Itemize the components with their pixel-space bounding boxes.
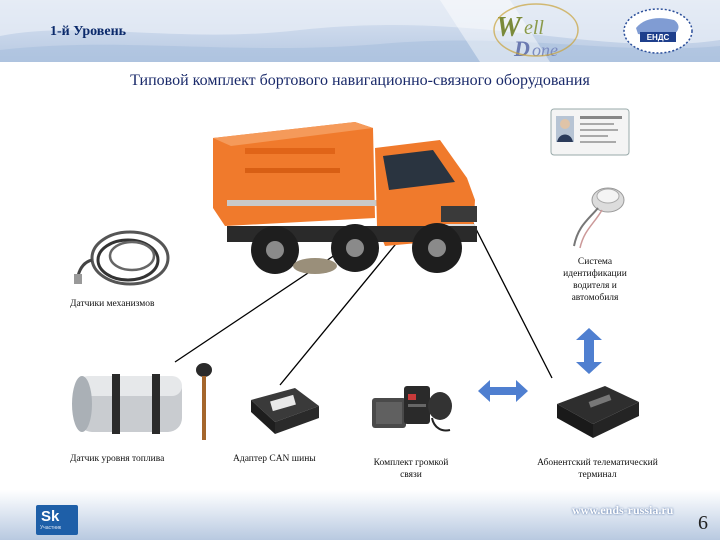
caption-driver-id-line: автомобиля — [540, 292, 650, 304]
skolkovo-logo-subtitle: Участник — [40, 525, 61, 531]
caption-can-adapter: Адаптер CAN шины — [233, 453, 316, 465]
caption-driver-id-line: Система — [540, 256, 650, 268]
caption-terminal-line: Абонентский телематический — [510, 457, 685, 469]
caption-loud-comm-line: Комплект громкой — [356, 457, 466, 469]
caption-driver-id-line: водителя и — [540, 280, 650, 292]
loud-comm-kit-image — [370, 380, 460, 440]
can-adapter-image — [245, 382, 323, 438]
caption-terminal-line: терминал — [510, 469, 685, 481]
telematic-terminal-image — [553, 380, 643, 442]
caption-loud-comm: Комплект громкой связи — [356, 457, 466, 481]
skolkovo-logo-text: Sk — [41, 508, 59, 525]
caption-driver-id: Система идентификации водителя и автомоб… — [540, 256, 650, 304]
fuel-level-probe-image — [192, 360, 216, 442]
caption-terminal: Абонентский телематический терминал — [510, 457, 685, 481]
caption-mechanism-sensors: Датчики механизмов — [70, 298, 155, 310]
horizontal-double-arrow-icon — [478, 378, 528, 404]
website-link[interactable]: www.ends-russia.ru — [572, 503, 673, 518]
vertical-double-arrow-icon — [574, 328, 604, 374]
ibutton-reader-image — [568, 180, 630, 250]
caption-loud-comm-line: связи — [356, 469, 466, 481]
page-number: 6 — [698, 512, 708, 535]
street-sweeper-truck-image — [205, 108, 490, 293]
mechanism-sensors-cable-image — [70, 220, 175, 295]
caption-fuel-sensor: Датчик уровня топлива — [70, 453, 164, 465]
caption-driver-id-line: идентификации — [540, 268, 650, 280]
fuel-tank-image — [68, 362, 186, 442]
driver-id-card-image — [550, 108, 630, 156]
